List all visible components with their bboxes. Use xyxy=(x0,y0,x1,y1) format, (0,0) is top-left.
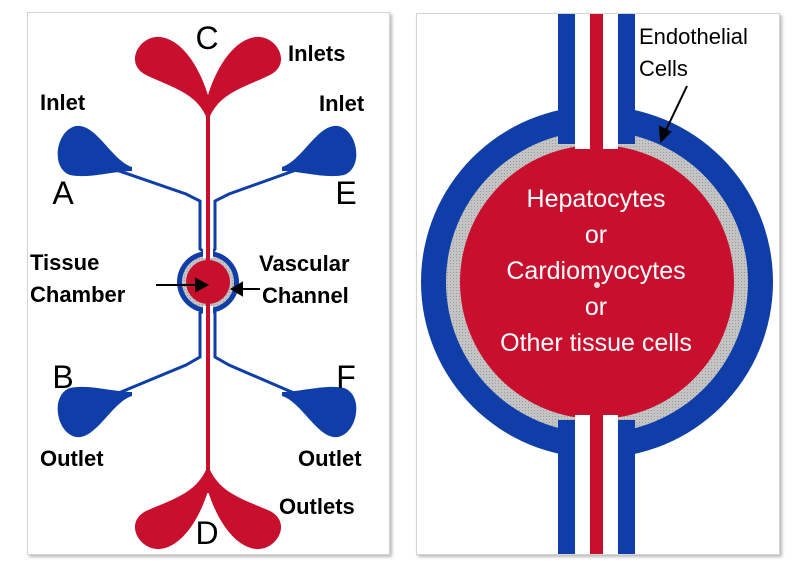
tissue-channel-top xyxy=(590,14,603,154)
port-f-reservoir xyxy=(282,386,357,438)
port-c-reservoir xyxy=(134,36,282,122)
port-b-reservoir xyxy=(57,386,132,438)
port-letter-b: B xyxy=(52,359,73,395)
vascular-channel-top-right xyxy=(618,14,635,144)
outlet-right-label: Outlet xyxy=(298,446,362,471)
tissue-channel-bottom xyxy=(590,410,603,554)
tissue-chamber-label-line1: Tissue xyxy=(30,250,99,275)
outlet-left-label: Outlet xyxy=(40,446,104,471)
vascular-channel-top-left xyxy=(558,14,575,144)
port-letter-c: C xyxy=(195,20,218,56)
vascular-channel-label-line1: Vascular xyxy=(259,251,350,276)
gap-top-right xyxy=(603,14,618,149)
chip-overview-diagram: C Inlets Inlet Inlet A E Tissue Chamber … xyxy=(30,20,365,551)
endothelial-label-line1: Endothelial xyxy=(639,24,748,49)
chamber-detail-panel: Endothelial Cells Hepatocytes or Cardiom… xyxy=(416,13,780,555)
port-letter-f: F xyxy=(336,359,356,395)
port-a-reservoir xyxy=(57,125,132,177)
tissue-chamber-label-line2: Chamber xyxy=(30,282,126,307)
chamber-detail-diagram: Endothelial Cells Hepatocytes or Cardiom… xyxy=(421,14,773,554)
port-letter-e: E xyxy=(335,175,356,211)
gap-bottom-left xyxy=(575,415,590,554)
cell-type-line3: Cardiomyocytes xyxy=(506,257,685,285)
port-letter-d: D xyxy=(195,515,218,551)
cell-type-line1: Hepatocytes xyxy=(527,185,666,213)
outlets-label: Outlets xyxy=(279,494,355,519)
chip-overview-panel: C Inlets Inlet Inlet A E Tissue Chamber … xyxy=(27,12,390,555)
tissue-channel-through xyxy=(206,249,210,315)
cell-type-line5: Other tissue cells xyxy=(500,329,692,357)
port-e-reservoir xyxy=(282,125,357,177)
port-letter-a: A xyxy=(52,175,74,211)
gap-bottom-right xyxy=(603,415,618,554)
endothelial-label-line2: Cells xyxy=(639,56,688,81)
vascular-channel-arrow xyxy=(230,281,260,297)
vascular-channel-bottom-left xyxy=(558,420,575,554)
inlet-right-label: Inlet xyxy=(319,91,365,116)
tissue-chamber-arrow xyxy=(156,277,210,293)
endothelial-arrow xyxy=(658,85,688,144)
cell-type-line4: or xyxy=(585,293,607,321)
inlet-left-label: Inlet xyxy=(40,90,86,115)
vascular-channel-bottom-right xyxy=(618,420,635,554)
vascular-channel-label-line2: Channel xyxy=(262,283,349,308)
gap-top-left xyxy=(575,14,590,149)
inlets-label: Inlets xyxy=(288,41,345,66)
port-d-reservoir xyxy=(134,465,282,550)
center-dot xyxy=(594,282,600,288)
cell-type-line2: or xyxy=(585,221,607,249)
